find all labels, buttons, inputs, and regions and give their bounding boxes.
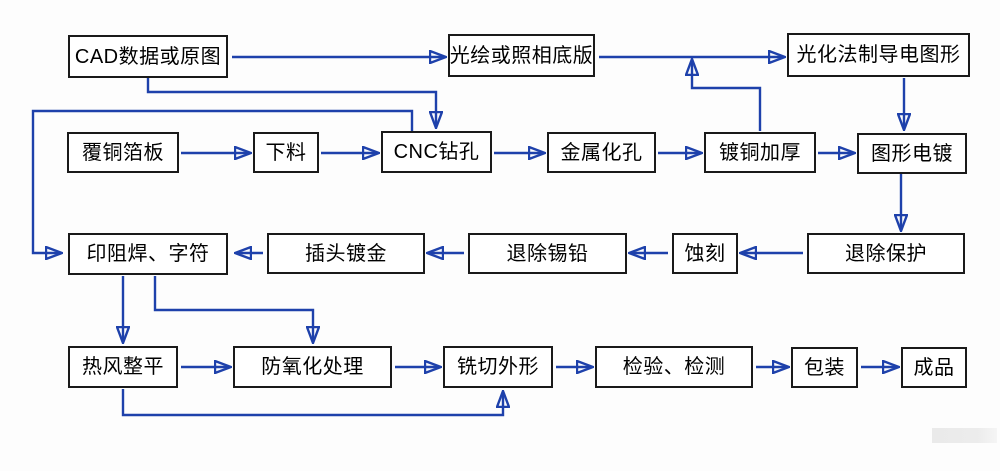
node-pattern-plating: 图形电镀 xyxy=(857,133,967,174)
edge-hasl-to-routing xyxy=(121,389,503,417)
node-cad-data: CAD数据或原图 xyxy=(68,35,228,78)
node-etching: 蚀刻 xyxy=(672,233,738,274)
watermark-remnant xyxy=(932,428,997,443)
node-solder-mask-legend: 印阻焊、字符 xyxy=(68,233,228,275)
node-packaging: 包装 xyxy=(791,347,858,388)
node-hot-air-leveling: 热风整平 xyxy=(68,346,178,388)
node-blanking: 下料 xyxy=(253,132,319,173)
node-hole-metallization: 金属化孔 xyxy=(547,132,656,173)
node-photochemical-pattern: 光化法制导电图形 xyxy=(787,33,970,77)
node-connector-gold-plating: 插头镀金 xyxy=(267,233,425,274)
edge-solder-mask-to-anti-oxidation xyxy=(153,276,313,341)
node-copper-thickening: 镀铜加厚 xyxy=(704,132,816,173)
node-resist-stripping: 退除保护 xyxy=(807,233,965,274)
node-copper-clad-laminate: 覆铜箔板 xyxy=(67,132,179,173)
edge-copper-thickening-to-photochemical xyxy=(692,61,762,131)
node-tin-lead-stripping: 退除锡铅 xyxy=(468,233,627,274)
node-anti-oxidation: 防氧化处理 xyxy=(233,346,392,388)
node-cnc-drilling: CNC钻孔 xyxy=(381,131,492,173)
edge-cad-to-cnc-drill xyxy=(146,78,436,126)
node-photo-film: 光绘或照相底版 xyxy=(448,34,595,77)
node-inspection-testing: 检验、检测 xyxy=(595,346,753,388)
node-routing-outline: 铣切外形 xyxy=(443,346,553,388)
node-finished-product: 成品 xyxy=(901,347,967,388)
